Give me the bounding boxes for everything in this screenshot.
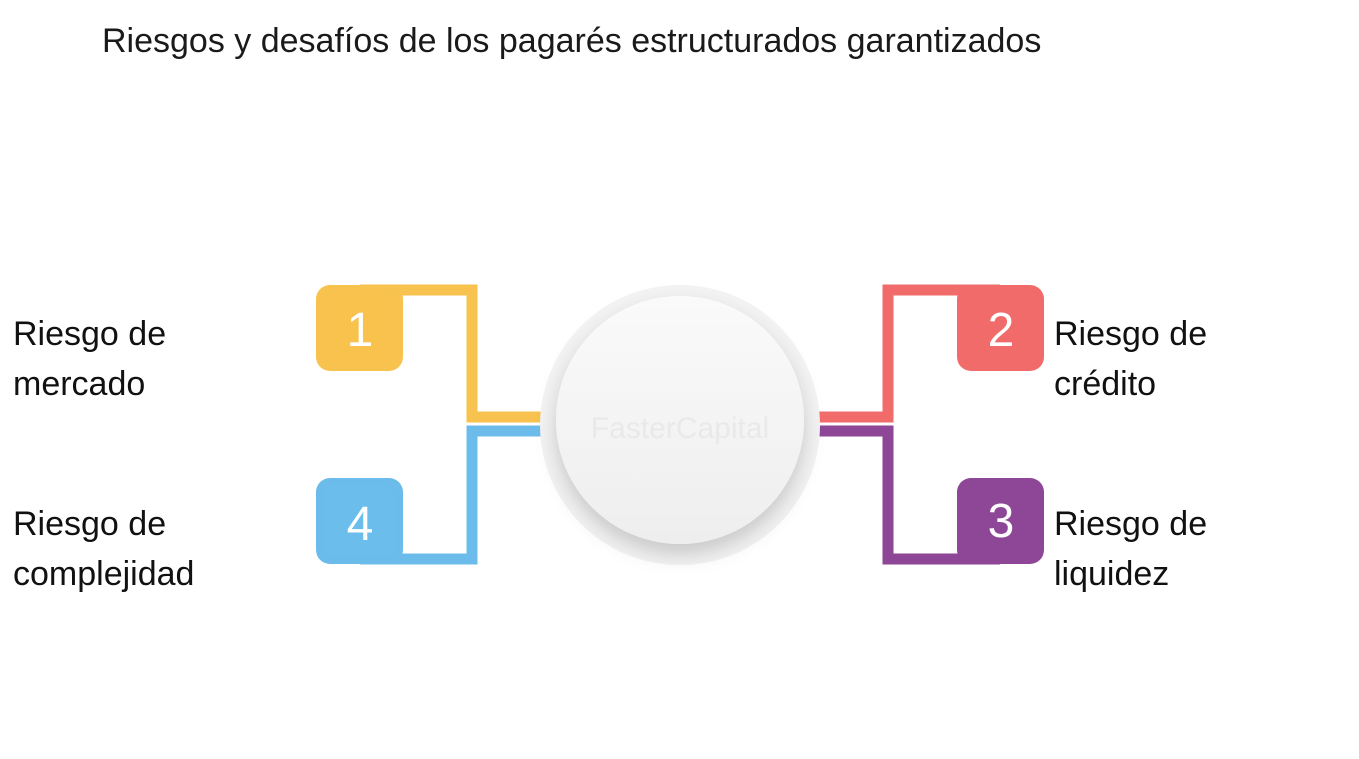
connector-4 xyxy=(360,425,560,565)
label-market-risk: Riesgo de mercado xyxy=(13,309,166,409)
badge-3: 3 xyxy=(957,478,1044,564)
badge-4: 4 xyxy=(316,478,403,564)
label-liquidity-risk: Riesgo de liquidez xyxy=(1054,499,1207,599)
connector-2 xyxy=(800,284,1000,423)
label-2-line1: Riesgo de xyxy=(1054,315,1208,353)
badge-number-1: 1 xyxy=(347,304,374,357)
label-4-line1: Riesgo de xyxy=(13,505,167,543)
watermark-text: FasterCapital xyxy=(591,412,769,445)
badge-number-4: 4 xyxy=(347,498,374,551)
badge-number-3: 3 xyxy=(988,495,1015,548)
label-4-line2: complejidad xyxy=(13,555,195,593)
label-3-line2: liquidez xyxy=(1054,555,1170,593)
connector-1 xyxy=(360,284,560,423)
connector-3 xyxy=(800,425,1000,565)
badge-2: 2 xyxy=(957,285,1044,371)
label-2-line2: crédito xyxy=(1054,365,1157,403)
label-credit-risk: Riesgo de crédito xyxy=(1054,309,1207,409)
diagram-title: Riesgos y desafíos de los pagarés estruc… xyxy=(102,22,1042,60)
center-circle: FasterCapital xyxy=(540,285,820,565)
label-1-line2: mercado xyxy=(13,365,146,403)
label-complexity-risk: Riesgo de complejidad xyxy=(13,499,194,599)
badge-number-2: 2 xyxy=(988,304,1015,357)
label-1-line1: Riesgo de xyxy=(13,315,167,353)
label-3-line1: Riesgo de xyxy=(1054,505,1208,543)
badge-1: 1 xyxy=(316,285,403,371)
